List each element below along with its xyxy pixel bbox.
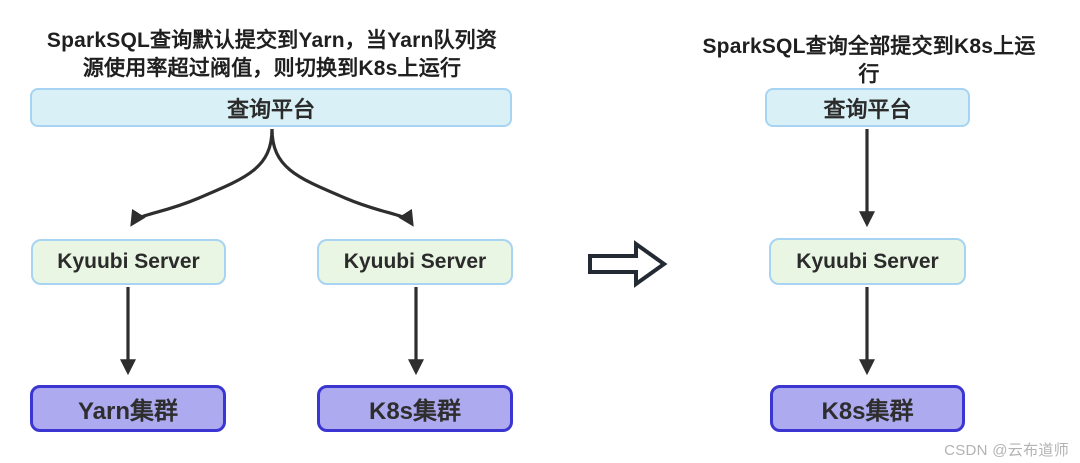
node-kyuubi-server-mid-label: Kyuubi Server [343, 250, 487, 273]
node-query-platform-left-label: 查询平台 [226, 96, 315, 122]
node-k8s-cluster-right-label: K8s集群 [821, 398, 914, 425]
left-diagram-title-line1: SparkSQL查询默认提交到Yarn，当Yarn队列资 [46, 29, 498, 52]
node-yarn-cluster-label: Yarn集群 [77, 398, 179, 425]
node-query-platform-right-label: 查询平台 [823, 96, 912, 122]
left-diagram-title: SparkSQL查询默认提交到Yarn，当Yarn队列资 源使用率超过阀值，则切… [30, 27, 514, 83]
node-k8s-cluster-right: K8s集群 [770, 385, 965, 432]
node-yarn-cluster: Yarn集群 [30, 385, 226, 432]
connector-platform-to-kyuubi-right-arrow [270, 128, 414, 227]
node-k8s-cluster-left: K8s集群 [317, 385, 513, 432]
transform-arrow-icon [588, 240, 668, 288]
node-kyuubi-server-mid: Kyuubi Server [317, 239, 513, 285]
node-query-platform-left: 查询平台 [30, 88, 512, 127]
left-diagram-title-line2: 源使用率超过阀值，则切换到K8s上运行 [82, 57, 462, 80]
node-kyuubi-server-left-label: Kyuubi Server [57, 250, 200, 273]
node-kyuubi-server-right-label: Kyuubi Server [796, 249, 939, 273]
node-k8s-cluster-left-label: K8s集群 [368, 398, 462, 425]
right-diagram-title: SparkSQL查询全部提交到K8s上运行 [702, 35, 1036, 86]
node-kyuubi-server-left: Kyuubi Server [31, 239, 226, 285]
watermark: CSDN @云布道师 [944, 442, 1069, 459]
node-kyuubi-server-right: Kyuubi Server [769, 238, 966, 285]
connector-platform-to-kyuubi-left-arrow [130, 128, 274, 227]
node-query-platform-right: 查询平台 [765, 88, 970, 127]
